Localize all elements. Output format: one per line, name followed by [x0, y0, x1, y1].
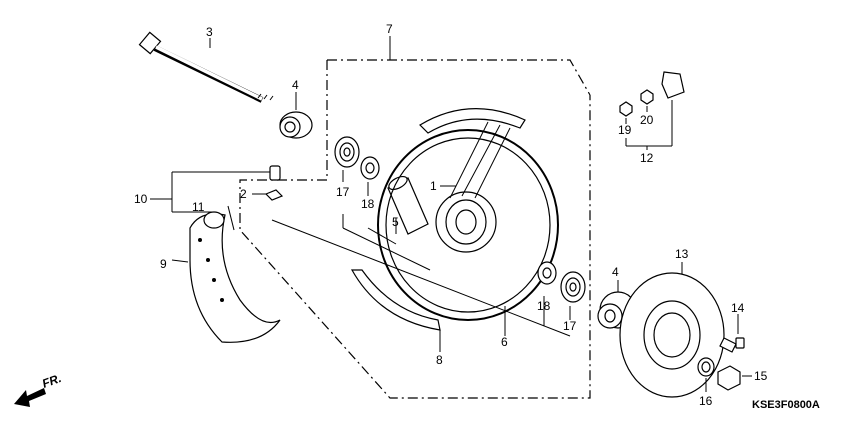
callout-7: 7 [386, 22, 393, 36]
callout-2: 2 [240, 187, 247, 201]
front-hub [435, 121, 511, 253]
disc-nut [717, 365, 741, 391]
callout-9: 9 [160, 257, 167, 271]
bearing-17-right [560, 271, 586, 303]
rim-band-lower [350, 269, 441, 331]
callout-11: 11 [192, 200, 205, 214]
callout-18-right: 18 [537, 299, 551, 313]
callout-13: 13 [675, 247, 689, 261]
front-direction-arrow: FR. [14, 371, 63, 407]
washer [697, 357, 715, 377]
wheel-rim [377, 129, 559, 321]
brake-disc [619, 272, 725, 398]
front-direction-label: FR. [40, 371, 63, 391]
callout-18-left: 18 [361, 197, 375, 211]
bearing-18-right [537, 261, 557, 285]
front-tire [189, 213, 281, 343]
callout-10: 10 [134, 192, 148, 206]
speedo-bracket-12 [661, 71, 685, 99]
assembly-boundary [239, 59, 591, 399]
callout-4-upper: 4 [292, 78, 299, 92]
tube [203, 205, 235, 231]
callout-17-right: 17 [563, 319, 577, 333]
diagram-code: KSE3F0800A [752, 399, 820, 411]
callout-15: 15 [754, 369, 768, 383]
callout-6: 6 [501, 335, 508, 349]
callout-5: 5 [392, 215, 399, 229]
speedo-bolt-20 [640, 89, 654, 105]
rim-band-upper [419, 108, 526, 134]
side-collar-upper [279, 111, 313, 139]
callout-16: 16 [699, 394, 713, 408]
axle-shaft [138, 31, 274, 103]
callout-19: 19 [618, 123, 632, 137]
callout-17-left: 17 [336, 185, 350, 199]
callout-20: 20 [640, 113, 654, 127]
bearing-18-left [360, 156, 380, 180]
distance-collar [387, 175, 429, 235]
bearing-17-left [334, 136, 360, 168]
valve-nut [264, 165, 284, 201]
disc-bolt [719, 337, 745, 353]
speedo-nut-19 [619, 101, 633, 117]
leader-lines [150, 36, 752, 392]
callout-3: 3 [206, 25, 213, 39]
callout-1: 1 [430, 179, 437, 193]
callout-8: 8 [436, 353, 443, 367]
callout-4-lower: 4 [612, 265, 619, 279]
callout-14: 14 [731, 301, 745, 315]
callout-12: 12 [640, 151, 654, 165]
